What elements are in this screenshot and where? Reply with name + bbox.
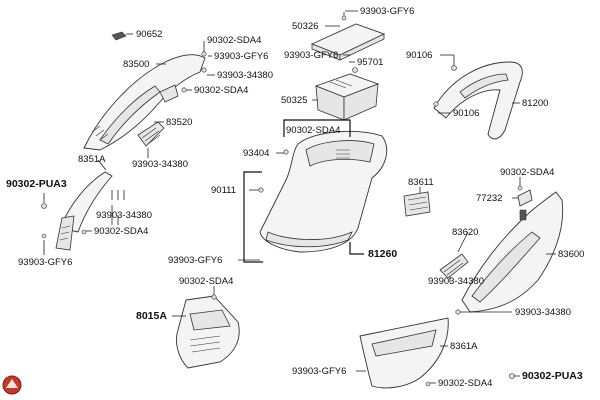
label-83611: 83611 (408, 177, 434, 188)
label-8015a: 8015A (136, 310, 167, 322)
label-93903-34380-c: 93903-34380 (96, 210, 152, 221)
label-90302-pua3-b: 90302-PUA3 (522, 370, 583, 382)
grille-83620-part (439, 253, 469, 279)
lower-cover-8015a-part (176, 295, 240, 369)
leader-lines (43, 10, 556, 384)
label-81260: 81260 (368, 248, 397, 260)
label-93903-gfy6-b2: 93903-GFY6 (284, 50, 338, 61)
label-93903-gfy6-c: 93903-GFY6 (18, 257, 72, 268)
label-90106-b: 90106 (453, 108, 479, 119)
storage-tub-81260-part (259, 130, 388, 253)
label-81200: 81200 (522, 98, 548, 109)
brand-badge-icon (2, 375, 22, 395)
label-8351a: 8351A (78, 154, 106, 165)
label-77232: 77232 (476, 193, 502, 204)
rear-side-cover-83500-part (83, 54, 206, 151)
label-90302-pua3-a: 90302-PUA3 (6, 178, 67, 190)
label-90302-sda4-b: 90302-SDA4 (194, 85, 248, 96)
box-lid-50326-part (310, 23, 386, 61)
label-90302-sda4-e: 90302-SDA4 (94, 226, 148, 237)
label-90302-sda4-g: 90302-SDA4 (438, 378, 492, 389)
label-93903-gfy6-a: 93903-GFY6 (214, 51, 268, 62)
label-90652: 90652 (136, 29, 162, 40)
side-piece-8351a-part (55, 171, 113, 251)
part-labels: 90652 90302-SDA4 93903-GFY6 83500 93903-… (6, 6, 584, 389)
label-93903-gfy6-e: 93903-GFY6 (292, 366, 346, 377)
tub-frame-81260 (243, 119, 364, 263)
label-90302-sda4-f: 90302-SDA4 (179, 276, 233, 287)
label-plate-83611-part (403, 191, 431, 217)
label-90111: 90111 (211, 185, 236, 196)
label-8361a: 8361A (450, 341, 478, 352)
label-93903-34380-b: 93903-34380 (132, 159, 188, 170)
grab-rail-81200-part (433, 61, 523, 140)
label-50325: 50325 (281, 95, 307, 106)
label-90106-a: 90106 (406, 50, 432, 61)
label-93903-34380-e: 93903-34380 (515, 307, 571, 318)
label-95701: 95701 (357, 57, 383, 68)
clip-90652-part (111, 31, 127, 41)
label-93903-34380-d: 93903-34380 (428, 276, 484, 287)
label-83520: 83520 (166, 117, 192, 128)
label-93903-gfy6-d: 93903-GFY6 (168, 255, 222, 266)
label-93404: 93404 (243, 148, 269, 159)
label-50326: 50326 (292, 21, 318, 32)
label-83600: 83600 (558, 249, 584, 260)
label-93903-gfy6-b: 93903-GFY6 (360, 6, 414, 17)
right-side-cover-83600-part (461, 189, 564, 313)
label-83500: 83500 (123, 59, 149, 70)
grille-83520-part (137, 121, 165, 147)
label-93903-34380-a: 93903-34380 (217, 70, 273, 81)
label-90302-sda4-c: 90302-SDA4 (286, 125, 340, 136)
label-90302-sda4-d: 90302-SDA4 (500, 167, 554, 178)
bolt-markers (41, 15, 523, 387)
label-90302-sda4-a: 90302-SDA4 (207, 35, 261, 46)
battery-box-50325-part (314, 73, 380, 121)
clip-77232-part (519, 209, 527, 221)
label-83620: 83620 (452, 227, 478, 238)
lower-right-cover-8361a-part (359, 317, 449, 389)
